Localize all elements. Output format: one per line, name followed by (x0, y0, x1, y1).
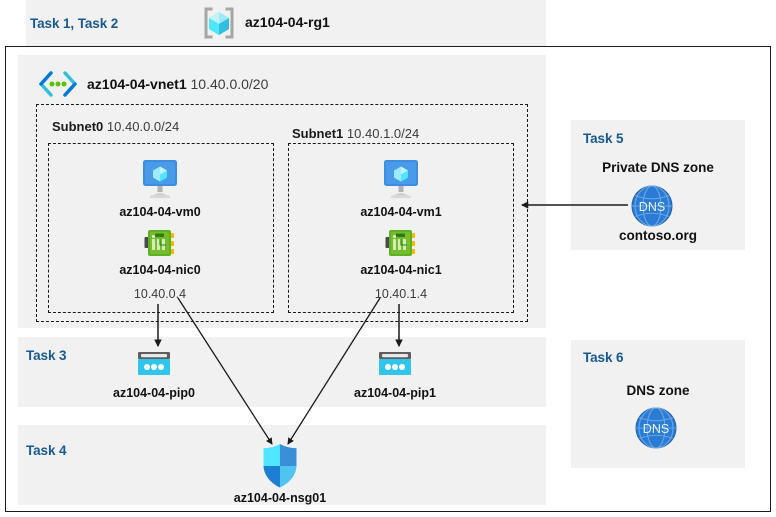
dns-globe-icon: DNS (630, 184, 674, 228)
svg-text:DNS: DNS (643, 422, 669, 436)
network-security-group-shield-icon (261, 443, 299, 489)
vnet-cidr-text: 10.40.0.0/20 (190, 76, 269, 92)
public-ip-address-icon (376, 350, 414, 380)
dns-zone-heading: DNS zone (626, 383, 690, 398)
vnet-name-text: az104-04-vnet1 (87, 76, 187, 92)
task-label-dns: Task 6 (583, 350, 624, 365)
subnet0-name-text: Subnet0 (52, 119, 104, 134)
subnet1-title: Subnet1 10.40.1.0/24 (292, 126, 419, 141)
nic0-ip: 10.40.0.4 (133, 287, 187, 301)
subnet1-cidr-text: 10.40.1.0/24 (346, 126, 420, 141)
nic1-label: az104-04-nic1 (360, 263, 442, 277)
subnet0-title: Subnet0 10.40.0.0/24 (52, 119, 179, 134)
resource-group-cube-icon (200, 4, 238, 42)
virtual-network-icon (37, 70, 79, 98)
dns-globe-icon: DNS (634, 406, 678, 450)
task-label-private-dns: Task 5 (583, 131, 624, 146)
pip0-label: az104-04-pip0 (113, 386, 195, 400)
svg-text:DNS: DNS (639, 200, 665, 214)
virtual-machine-icon (377, 158, 425, 200)
panel-public-ips (18, 337, 546, 407)
subnet1-name-text: Subnet1 (292, 126, 344, 141)
resource-group-name: az104-04-rg1 (245, 14, 330, 30)
vm0-label: az104-04-vm0 (119, 205, 201, 219)
resource-group-boundary (5, 46, 771, 512)
nic1-ip: 10.40.1.4 (374, 287, 428, 301)
subnets-container (36, 104, 528, 322)
subnet0-cidr-text: 10.40.0.0/24 (106, 119, 180, 134)
vm1-label: az104-04-vm1 (360, 205, 442, 219)
task-label-resource-group: Task 1, Task 2 (30, 16, 119, 31)
task-label-nsg: Task 4 (26, 443, 67, 458)
public-ip-address-icon (135, 350, 173, 380)
nsg-label: az104-04-nsg01 (233, 491, 327, 505)
resource-group-name-text: az104-04-rg1 (245, 14, 330, 30)
network-interface-icon (384, 227, 418, 259)
nic0-label: az104-04-nic0 (119, 263, 201, 277)
vnet-title: az104-04-vnet1 10.40.0.0/20 (87, 76, 268, 92)
panel-virtual-network (18, 55, 546, 328)
network-interface-icon (143, 227, 177, 259)
task-label-public-ips: Task 3 (26, 348, 67, 363)
panel-resource-group (26, 0, 546, 46)
panel-private-dns-zone (571, 120, 745, 250)
subnet0-box (48, 143, 274, 313)
private-dns-zone-name: contoso.org (619, 228, 697, 243)
pip1-label: az104-04-pip1 (354, 386, 436, 400)
private-dns-heading: Private DNS zone (602, 160, 714, 175)
virtual-machine-icon (136, 158, 184, 200)
subnet1-box (288, 143, 514, 313)
